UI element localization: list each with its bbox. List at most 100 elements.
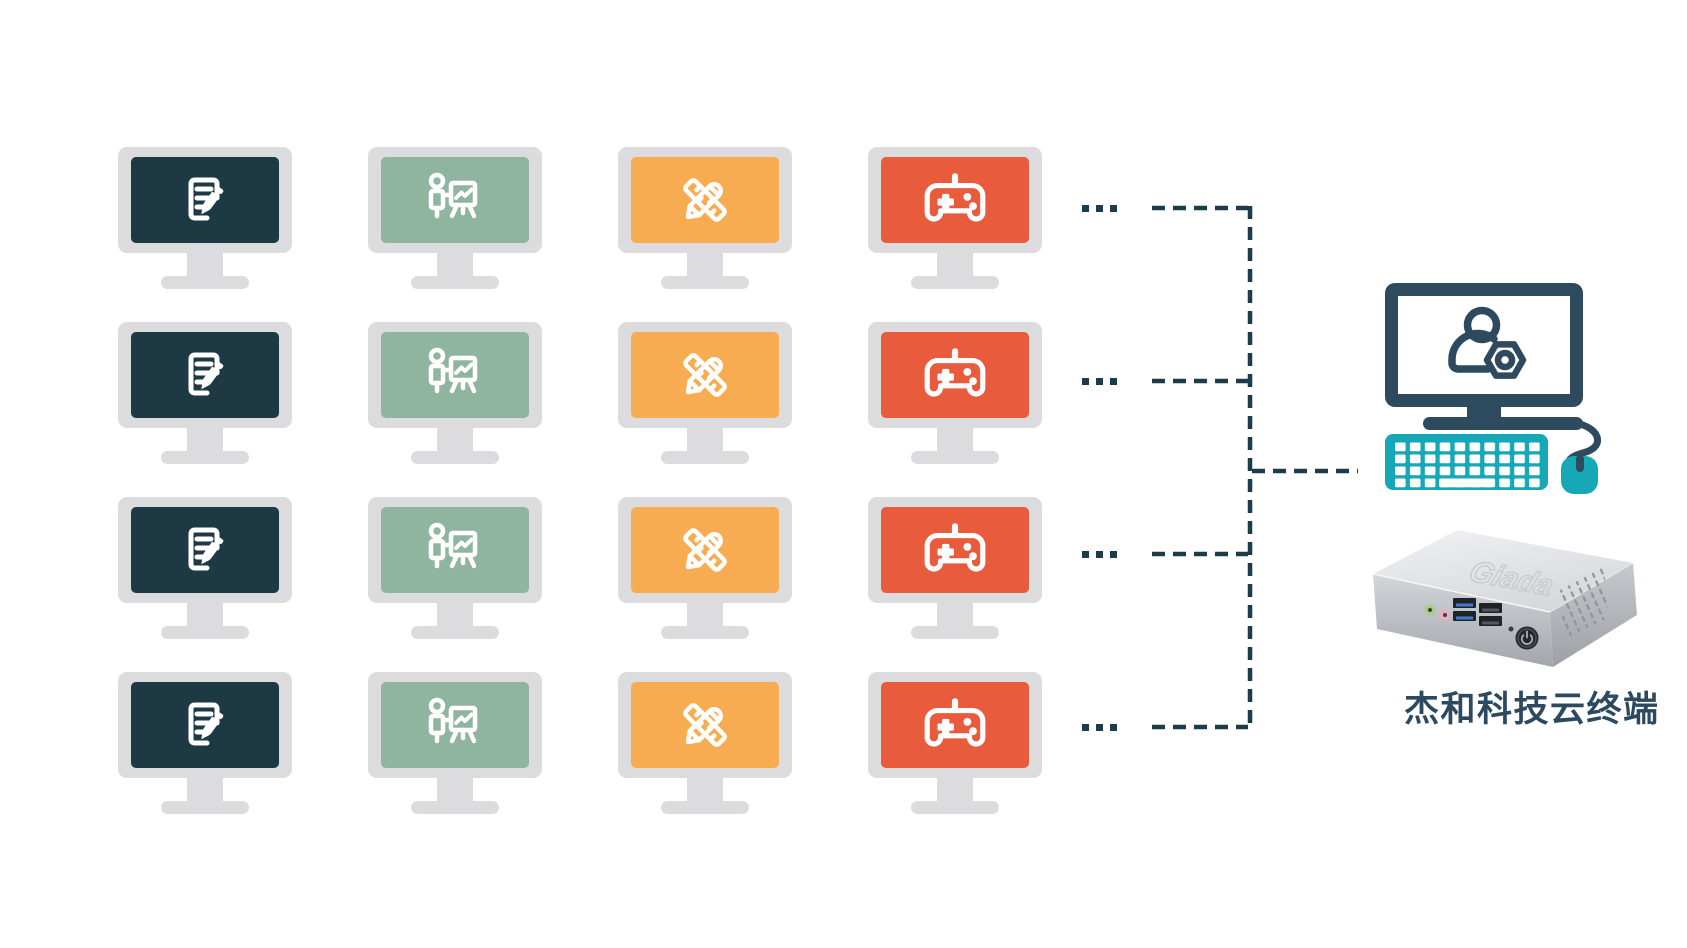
- ellipsis-dots: [1082, 204, 1117, 212]
- monitor-frame: [618, 497, 792, 603]
- monitor-design: [618, 672, 792, 814]
- presentation-chart-icon: [428, 172, 478, 219]
- monitor-stand-neck: [937, 428, 973, 452]
- monitor-design: [618, 147, 792, 289]
- monitor-frame: [618, 147, 792, 253]
- monitor-document: [118, 497, 292, 639]
- mini-pc-device: Giada: [1372, 530, 1637, 667]
- monitor-frame: [118, 147, 292, 253]
- keyboard-icon: [1385, 434, 1548, 490]
- document-edit-icon: [188, 177, 224, 221]
- gamepad-icon: [924, 523, 986, 572]
- monitor-presentation: [368, 322, 542, 464]
- gamepad-icon: [924, 348, 986, 397]
- monitor-stand-base: [411, 801, 499, 814]
- monitor-stand-neck: [687, 253, 723, 277]
- usb-ports: [1453, 598, 1502, 626]
- terminal-label: 杰和科技云终端: [1404, 690, 1660, 729]
- monitor-stand-neck: [187, 778, 223, 802]
- monitor-presentation: [368, 672, 542, 814]
- gamepad-icon: [924, 173, 986, 222]
- monitor-screen: [631, 507, 779, 593]
- monitor-stand-neck: [187, 603, 223, 627]
- monitor-frame: [868, 497, 1042, 603]
- monitor-stand-neck: [687, 778, 723, 802]
- monitor-stand-base: [161, 801, 249, 814]
- monitor-document: [118, 672, 292, 814]
- presentation-chart-icon: [428, 522, 478, 569]
- admin-monitor-stand-base: [1423, 417, 1583, 430]
- gamepad-icon: [924, 698, 986, 747]
- monitor-screen: [881, 682, 1029, 768]
- monitor-screen: [381, 682, 529, 768]
- monitor-screen: [131, 332, 279, 418]
- monitor-stand-neck: [187, 428, 223, 452]
- presentation-chart-icon: [428, 347, 478, 394]
- admin-monitor-stand-neck: [1467, 405, 1501, 419]
- monitor-screen: [631, 332, 779, 418]
- monitor-frame: [118, 322, 292, 428]
- reset-hole: [1508, 626, 1514, 632]
- ruler-pencil-icon: [683, 528, 727, 572]
- monitor-screen: [631, 682, 779, 768]
- document-edit-icon: [188, 702, 224, 746]
- monitor-screen: [631, 157, 779, 243]
- monitor-stand-base: [411, 626, 499, 639]
- monitor-stand-base: [161, 276, 249, 289]
- ruler-pencil-icon: [683, 353, 727, 397]
- monitor-frame: [868, 672, 1042, 778]
- monitor-stand-base: [161, 626, 249, 639]
- monitor-stand-neck: [187, 253, 223, 277]
- power-button: [1515, 626, 1539, 650]
- monitor-stand-neck: [437, 778, 473, 802]
- monitor-frame: [868, 322, 1042, 428]
- monitor-frame: [368, 497, 542, 603]
- monitor-stand-base: [661, 801, 749, 814]
- monitor-frame: [368, 672, 542, 778]
- ellipsis-dots: [1082, 550, 1117, 558]
- monitor-document: [118, 322, 292, 464]
- user-gear-icon: [1448, 306, 1527, 379]
- minipc-front-ports: [1424, 598, 1539, 650]
- admin-monitor: [1385, 283, 1583, 407]
- monitor-gaming: [868, 672, 1042, 814]
- monitor-gaming: [868, 497, 1042, 639]
- monitor-screen: [131, 682, 279, 768]
- monitor-stand-neck: [937, 778, 973, 802]
- monitor-stand-base: [911, 626, 999, 639]
- monitor-stand-base: [911, 451, 999, 464]
- monitor-presentation: [368, 147, 542, 289]
- monitor-stand-base: [911, 276, 999, 289]
- monitor-stand-neck: [937, 253, 973, 277]
- monitor-stand-base: [661, 626, 749, 639]
- presentation-chart-icon: [428, 697, 478, 744]
- monitor-frame: [868, 147, 1042, 253]
- monitor-stand-base: [411, 451, 499, 464]
- monitor-screen: [131, 157, 279, 243]
- monitor-screen: [881, 507, 1029, 593]
- monitor-screen: [131, 507, 279, 593]
- monitor-gaming: [868, 322, 1042, 464]
- monitor-screen: [381, 157, 529, 243]
- ruler-pencil-icon: [683, 178, 727, 222]
- document-edit-icon: [188, 352, 224, 396]
- monitor-stand-neck: [437, 603, 473, 627]
- monitor-frame: [118, 497, 292, 603]
- monitor-frame: [368, 322, 542, 428]
- monitor-frame: [118, 672, 292, 778]
- monitor-stand-neck: [687, 603, 723, 627]
- spacebar-key: [1439, 478, 1491, 488]
- monitor-frame: [618, 672, 792, 778]
- minipc-vents: [1560, 567, 1608, 639]
- monitor-design: [618, 497, 792, 639]
- ellipsis-dots: [1082, 377, 1117, 385]
- monitor-stand-base: [411, 276, 499, 289]
- monitor-stand-neck: [687, 428, 723, 452]
- ruler-pencil-icon: [683, 703, 727, 747]
- monitor-presentation: [368, 497, 542, 639]
- monitor-screen: [381, 507, 529, 593]
- client-monitor-grid: [118, 147, 1042, 814]
- monitor-stand-base: [661, 451, 749, 464]
- monitor-stand-base: [661, 276, 749, 289]
